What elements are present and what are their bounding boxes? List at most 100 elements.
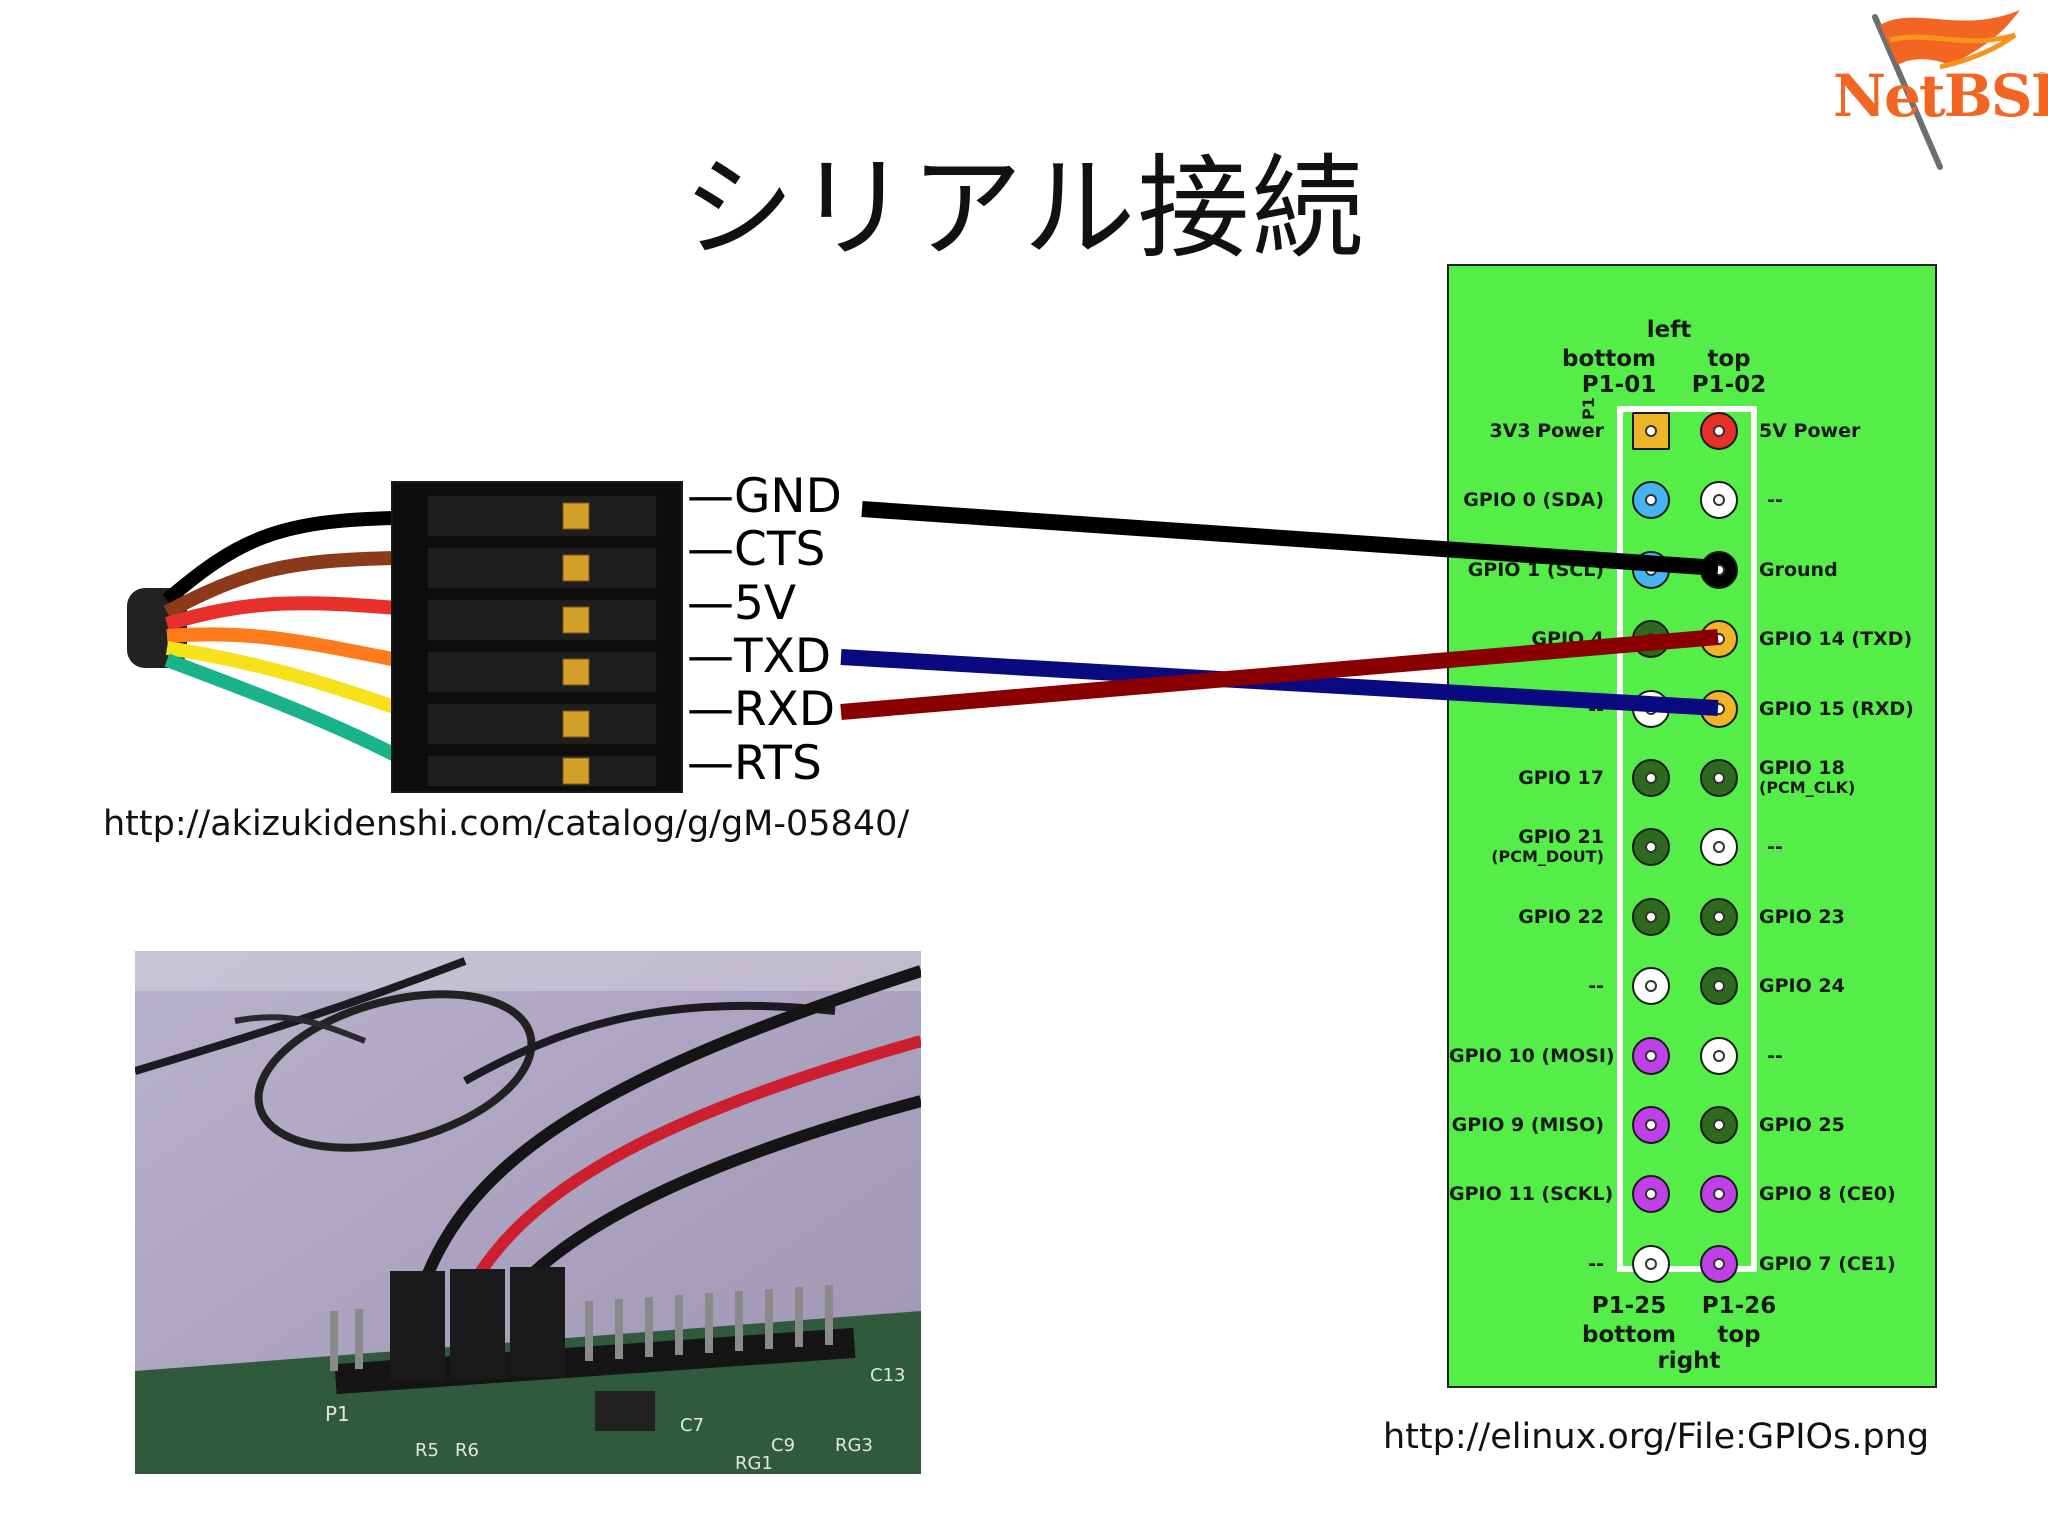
cable-wire [165, 641, 400, 715]
gpio-header-outline [1617, 406, 1757, 1272]
silk-c13: C13 [870, 1365, 905, 1386]
gpio-pin-right [1700, 828, 1738, 867]
gpio-pin-left [1632, 897, 1670, 936]
gpio-right-sublabel: (PCM_CLK) [1759, 778, 1856, 797]
pin-label-cts: —CTS [687, 522, 826, 577]
gpio-pin-hole [1713, 910, 1725, 923]
cable-wire [164, 596, 398, 631]
gpio-right-label: GPIO 15 (RXD) [1759, 699, 1914, 719]
gpio-header-p1-01: P1-01 [1581, 372, 1657, 398]
gpio-right-label: -- [1767, 490, 1783, 510]
gpio-pin-hole [1713, 633, 1725, 646]
gpio-left-label-text: 3V3 Power [1489, 420, 1604, 442]
gpio-pin-hole [1645, 910, 1657, 923]
gpio-left-label-text: GPIO 10 (MOSI) [1449, 1044, 1615, 1067]
pin-label-5v: —5V [687, 576, 797, 631]
gpio-pin-right [1700, 1106, 1738, 1144]
gpio-header-left: left [1646, 317, 1692, 343]
gpio-pin-right [1700, 1244, 1738, 1283]
gpio-pin-hole [1645, 980, 1657, 993]
gpio-right-label-text: GPIO 15 (RXD) [1759, 697, 1914, 720]
gpio-pin-hole [1645, 1049, 1657, 1062]
silk-rg1: RG1 [735, 1453, 773, 1474]
gpio-right-label-text: GPIO 18 [1759, 757, 1845, 779]
gpio-pin-hole [1645, 841, 1657, 854]
gpio-left-label-text: GPIO 9 (MISO) [1451, 1114, 1604, 1136]
gpio-pin-hole [1713, 425, 1725, 437]
gpio-left-label-text: GPIO 1 (SCL) [1467, 558, 1604, 581]
gpio-footer-p1-26: P1-26 [1701, 1293, 1777, 1319]
gpio-left-label: GPIO 21(PCM_DOUT) [1449, 827, 1604, 867]
gpio-right-label-text: Ground [1759, 558, 1838, 581]
gpio-footer-right: right [1657, 1348, 1721, 1374]
gpio-pin-left [1632, 689, 1670, 728]
gpio-pin-hole [1713, 563, 1725, 576]
gpio-pin-right [1700, 759, 1738, 797]
gpio-left-label: GPIO 4 [1449, 629, 1604, 649]
gpio-left-label: GPIO 17 [1449, 768, 1604, 788]
gpio-pin-left [1632, 1175, 1670, 1214]
gpio-source-url[interactable]: http://elinux.org/File:GPIOs.png [1383, 1417, 1930, 1457]
gpio-pin-hole [1713, 1257, 1725, 1270]
gpio-pin-left [1632, 1244, 1670, 1283]
gpio-left-label-text: -- [1588, 1252, 1604, 1275]
gpio-pin-left [1632, 967, 1670, 1006]
pin-label-rxd: —RXD [687, 682, 836, 737]
gpio-pin-hole [1713, 841, 1725, 854]
gpio-right-label: GPIO 7 (CE1) [1759, 1254, 1896, 1274]
gpio-left-label-text: GPIO 17 [1518, 767, 1604, 789]
gpio-right-label: GPIO 24 [1759, 976, 1845, 996]
raspberry-pi-header-photo: P1 R5 R6 C13 C9 RG1 RG3 C7 [135, 951, 921, 1474]
gpio-left-label: GPIO 22 [1449, 907, 1604, 927]
pin-label-rts: —RTS [687, 736, 822, 791]
gpio-pin-hole [1645, 772, 1657, 784]
cable-wire [162, 511, 398, 606]
gpio-pin-hole [1645, 702, 1657, 715]
gpio-right-label: -- [1767, 837, 1783, 857]
gpio-left-label: 3V3 Power [1449, 421, 1604, 441]
gpio-right-label: GPIO 14 (TXD) [1759, 629, 1912, 649]
gpio-pin-hole [1645, 1188, 1657, 1201]
gpio-right-label-text: GPIO 14 (TXD) [1759, 628, 1913, 651]
gpio-right-label-text: GPIO 23 [1759, 905, 1845, 928]
gpio-pin-left [1632, 620, 1670, 659]
gpio-pin-hole [1645, 633, 1657, 646]
gpio-pin-left [1632, 1036, 1670, 1075]
gpio-header-top: top [1707, 346, 1751, 372]
gpio-pin-right [1700, 1036, 1738, 1075]
gpio-pin-right [1700, 412, 1738, 450]
slide-title: シリアル接続 [682, 144, 1366, 274]
gpio-left-label: GPIO 10 (MOSI) [1449, 1044, 1615, 1067]
gpio-pin-hole [1645, 425, 1657, 437]
gpio-right-label-text: GPIO 8 (CE0) [1759, 1183, 1896, 1206]
gpio-pin-hole [1713, 702, 1725, 715]
gpio-right-label-text: 5V Power [1759, 420, 1861, 442]
usb-serial-connector-icon [127, 481, 683, 793]
gpio-footer-top: top [1717, 1322, 1761, 1348]
gpio-pin-right [1700, 689, 1738, 728]
gpio-header-p1-02: P1-02 [1691, 372, 1767, 398]
gpio-left-label: GPIO 9 (MISO) [1449, 1115, 1604, 1135]
gpio-pin-hole [1645, 1257, 1657, 1270]
gpio-pin-hole [1645, 1119, 1657, 1131]
gpio-right-label-text: GPIO 7 (CE1) [1759, 1252, 1896, 1275]
gpio-right-label-text: -- [1767, 489, 1783, 512]
gpio-right-label-text: GPIO 24 [1759, 975, 1845, 998]
gpio-left-label-text: -- [1588, 697, 1604, 720]
gpio-left-label-text: GPIO 4 [1531, 628, 1604, 651]
gpio-pin-hole [1713, 980, 1725, 993]
gpio-pin-hole [1645, 563, 1657, 576]
gpio-left-label-text: -- [1588, 975, 1604, 998]
gpio-pin-hole [1713, 1188, 1725, 1201]
gpio-left-label-text: GPIO 0 (SDA) [1463, 489, 1604, 512]
connector-source-url[interactable]: http://akizukidenshi.com/catalog/g/gM-05… [103, 804, 910, 844]
netbsd-logo-text: NetBSD [1833, 62, 2048, 130]
registered-mark: ® [2036, 70, 2048, 84]
silk-c7: C7 [680, 1415, 704, 1436]
gpio-left-label: -- [1449, 976, 1604, 996]
pin-label-txd: —TXD [687, 629, 832, 684]
cable-wire [163, 551, 398, 619]
gpio-pinout-diagram: left bottom top P1-01 P1-02 P1 3V3 Power… [1447, 264, 1937, 1388]
gpio-footer-p1-25: P1-25 [1591, 1293, 1667, 1319]
gpio-pin-right [1700, 897, 1738, 936]
